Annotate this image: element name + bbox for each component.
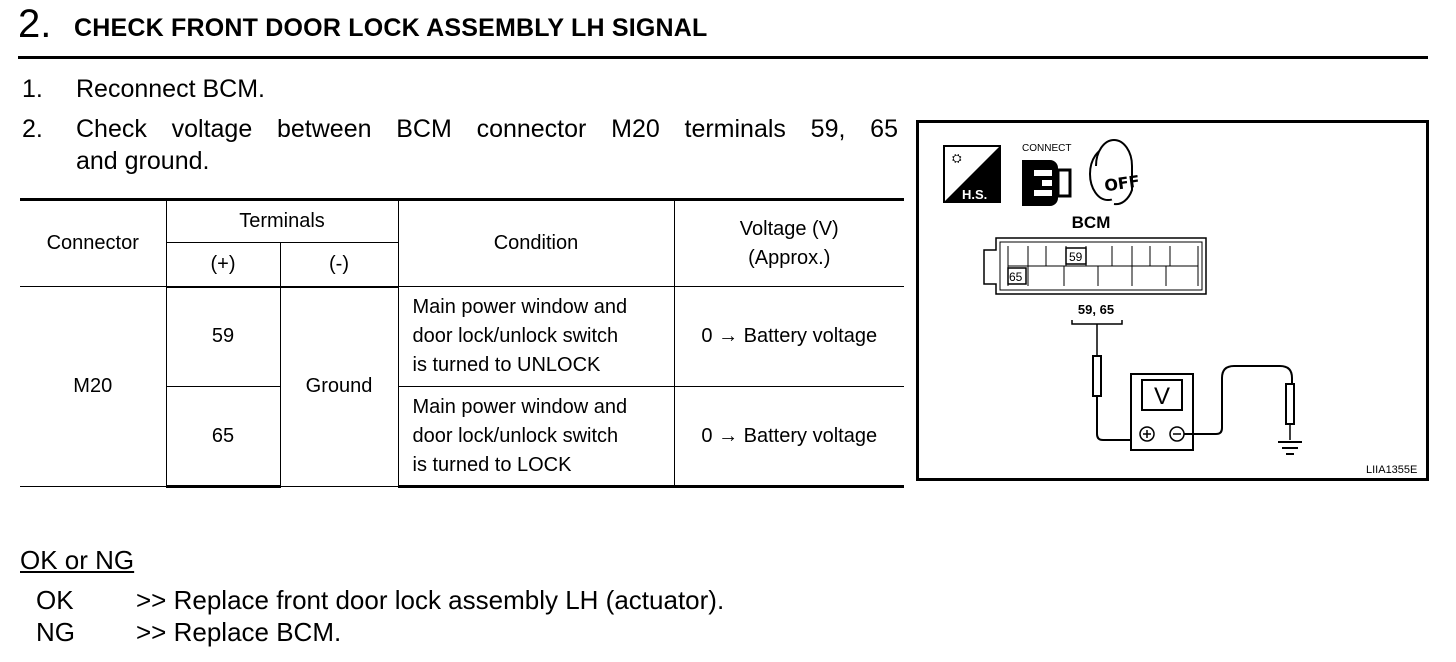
ok-key: OK bbox=[36, 585, 74, 615]
ignition-off-icon: OFF bbox=[1089, 139, 1141, 206]
bcm-connector bbox=[983, 237, 1207, 295]
instruction-2-line1: Check voltage between BCM connector M20 … bbox=[76, 115, 898, 143]
bcm-label: BCM bbox=[1072, 213, 1111, 232]
cell-terminal-65: 65 bbox=[165, 386, 281, 488]
header-condition: Condition bbox=[397, 198, 675, 287]
header-plus: (+) bbox=[165, 242, 281, 288]
instruction-1-number: 1. bbox=[22, 75, 43, 103]
pin-65-label: 65 bbox=[1009, 270, 1023, 284]
instruction-2-number: 2. bbox=[22, 115, 43, 143]
condition-line: door lock/unlock switch bbox=[412, 424, 619, 447]
condition-line: is turned to LOCK bbox=[412, 453, 572, 476]
cell-ground: Ground bbox=[279, 286, 399, 487]
bcm-measurement-diagram: ⛭ H.S. CONNECT OFF BCM bbox=[916, 120, 1429, 481]
figure-code: LIIA1355E bbox=[1366, 464, 1417, 476]
header-voltage-line2: (Approx.) bbox=[748, 246, 831, 269]
voltage-spec-table: Connector Terminals Condition Voltage (V… bbox=[20, 198, 904, 488]
svg-text:⛭: ⛭ bbox=[952, 151, 962, 165]
ok-action: >> Replace front door lock assembly LH (… bbox=[136, 585, 725, 615]
header-voltage-line1: Voltage (V) bbox=[739, 217, 839, 240]
positive-probe bbox=[1092, 332, 1133, 441]
off-label: OFF bbox=[1103, 172, 1141, 196]
step-number: 2. bbox=[18, 2, 52, 46]
negative-probe bbox=[1184, 365, 1295, 440]
instruction-1-text: Reconnect BCM. bbox=[76, 75, 265, 103]
header-minus: (-) bbox=[279, 242, 399, 288]
header-voltage: Voltage (V) (Approx.) bbox=[673, 198, 904, 287]
condition-line: door lock/unlock switch bbox=[412, 325, 619, 347]
step-title: CHECK FRONT DOOR LOCK ASSEMBLY LH SIGNAL bbox=[74, 14, 708, 42]
cell-voltage-lock: 0 → Battery voltage bbox=[673, 386, 904, 488]
pin-59-label: 59 bbox=[1069, 250, 1083, 264]
connect-label: CONNECT bbox=[1022, 143, 1071, 154]
instruction-2-line2: and ground. bbox=[76, 147, 210, 175]
probe-label: 59, 65 bbox=[1078, 302, 1114, 317]
connector-icon: CONNECT bbox=[1022, 143, 1072, 206]
cell-voltage-unlock: 0 → Battery voltage bbox=[673, 286, 904, 387]
ng-key: NG bbox=[36, 617, 75, 647]
meter-label: V bbox=[1154, 383, 1170, 410]
cell-terminal-59: 59 bbox=[165, 286, 281, 387]
ground-icon bbox=[1278, 441, 1302, 455]
probe-bracket bbox=[1071, 320, 1123, 332]
header-connector: Connector bbox=[20, 198, 167, 287]
condition-line: Main power window and bbox=[412, 395, 628, 418]
condition-line: Main power window and bbox=[412, 296, 628, 318]
header-terminals: Terminals bbox=[165, 198, 399, 243]
hs-label: H.S. bbox=[962, 187, 987, 202]
condition-line: is turned to UNLOCK bbox=[412, 354, 601, 376]
cell-condition-unlock: Main power window and door lock/unlock s… bbox=[397, 286, 675, 387]
results-heading: OK or NG bbox=[20, 545, 135, 575]
cell-condition-lock: Main power window and door lock/unlock s… bbox=[397, 386, 675, 488]
ng-action: >> Replace BCM. bbox=[136, 617, 342, 647]
voltmeter: V bbox=[1130, 373, 1194, 451]
header-rule bbox=[18, 56, 1428, 59]
hs-icon: ⛭ H.S. bbox=[943, 145, 1001, 203]
cell-connector: M20 bbox=[20, 286, 167, 487]
